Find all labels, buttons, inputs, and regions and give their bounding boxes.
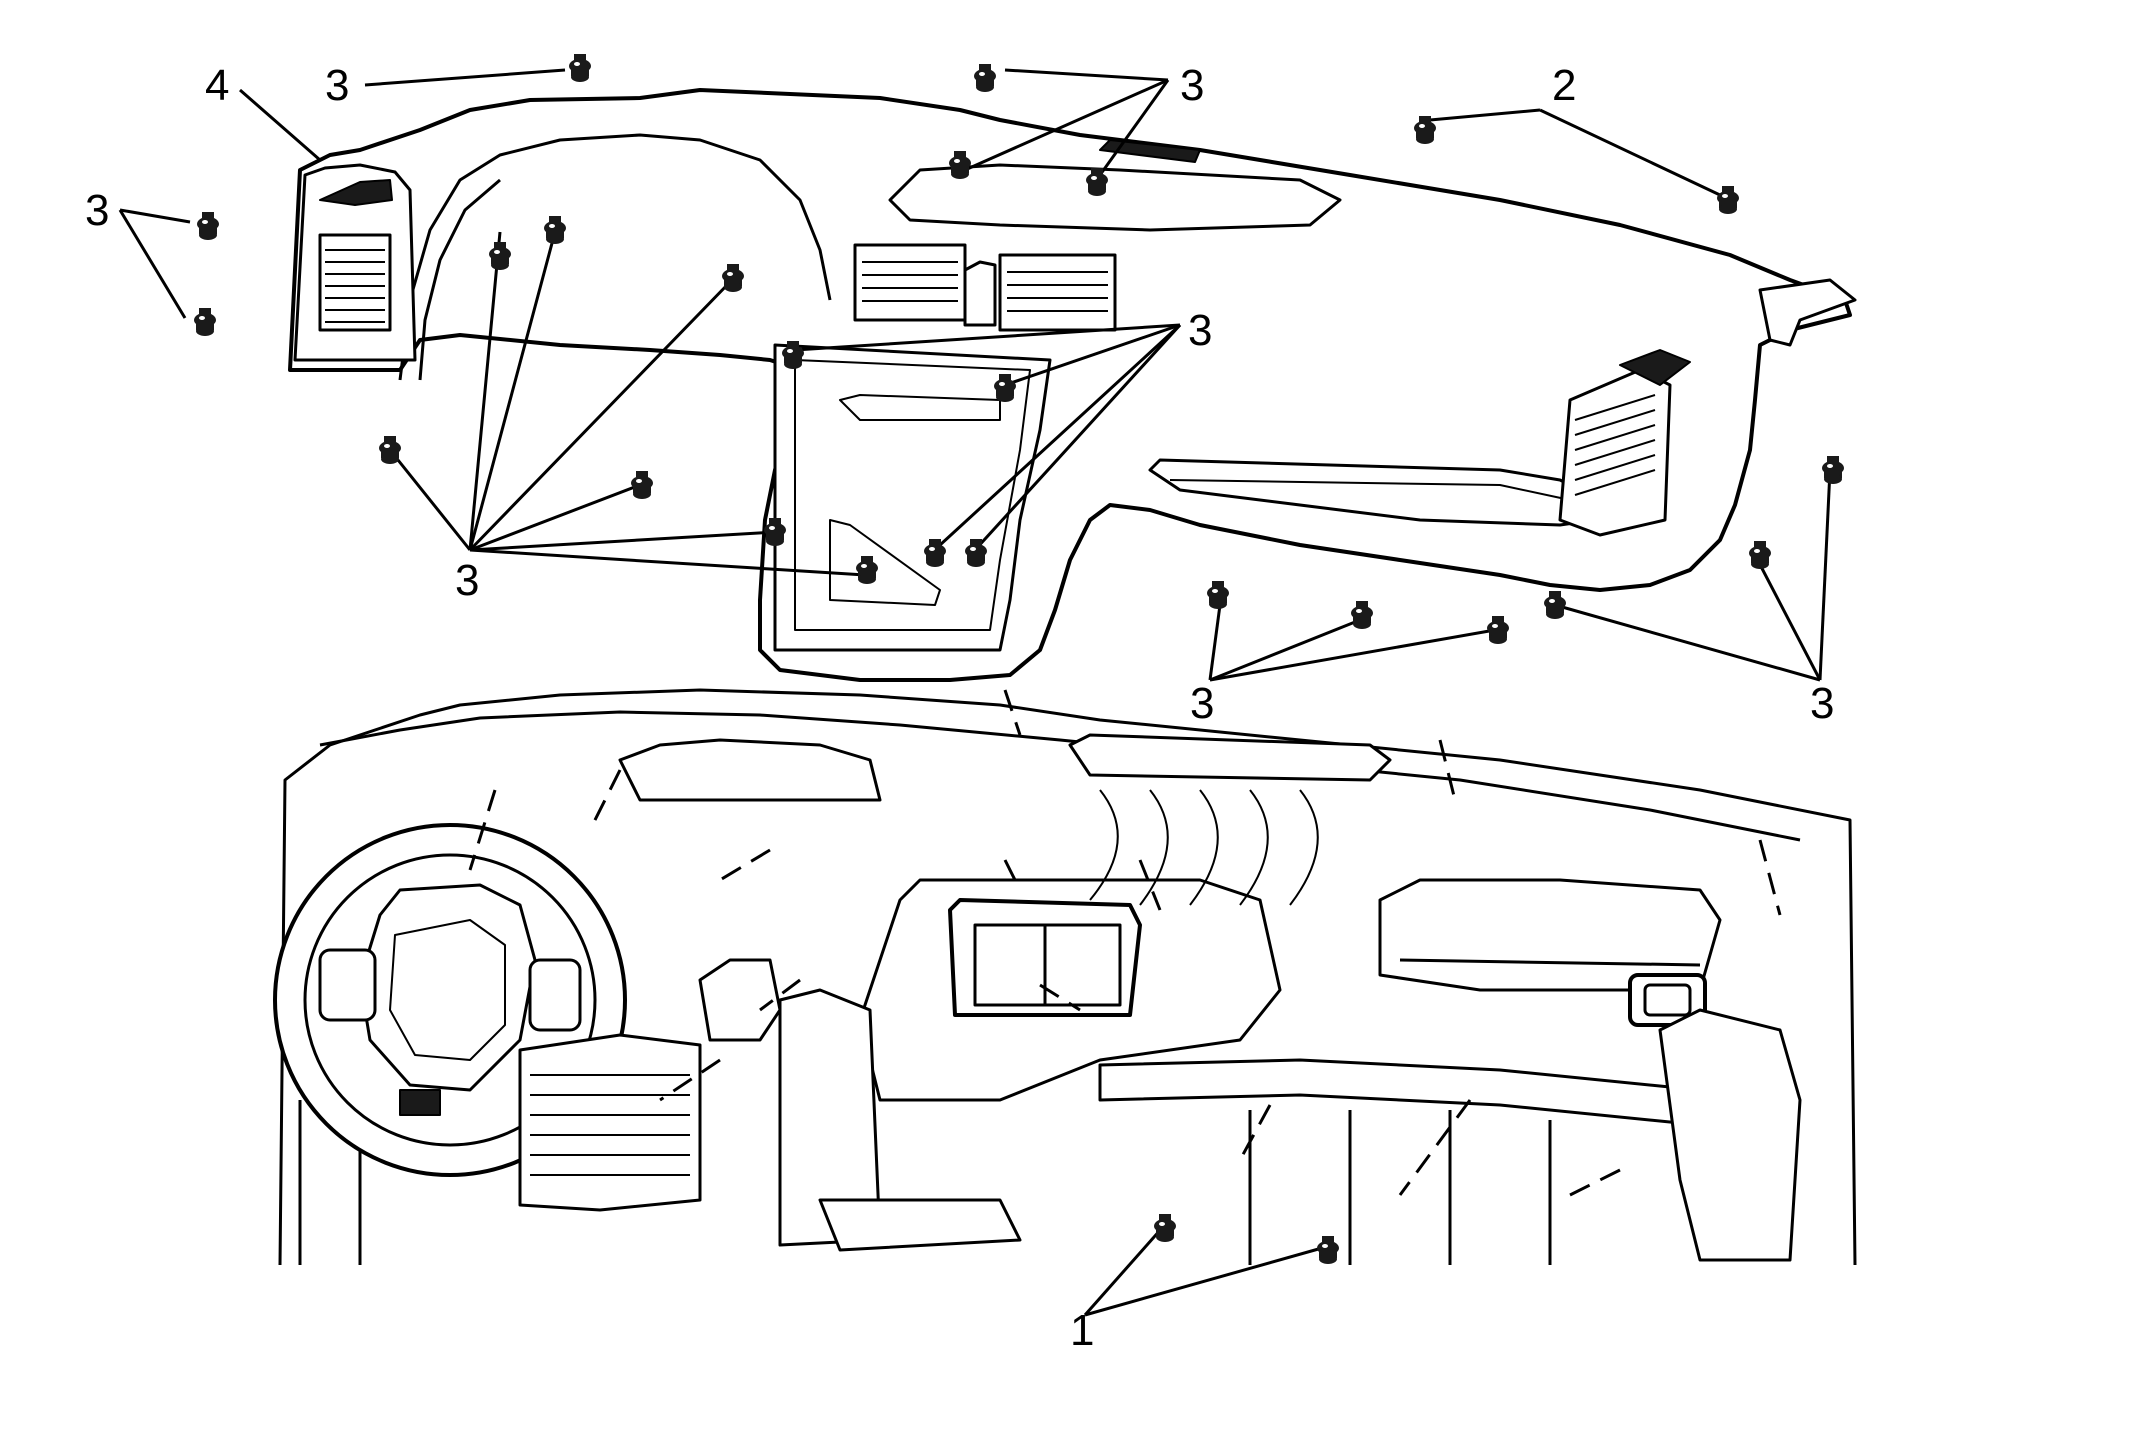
callout-4: 4 [205, 61, 229, 110]
leader-lines [118, 68, 1832, 1317]
callout-1: 1 [1070, 1306, 1094, 1355]
bolt-icon [197, 212, 219, 240]
bolt-icon [1544, 591, 1566, 619]
bolt-icon [1351, 601, 1373, 629]
bolt-icon [1487, 616, 1509, 644]
callout-3-left: 3 [85, 186, 109, 235]
callout-3-lower-left: 3 [455, 556, 479, 605]
callouts: 4 3 3 2 3 3 3 3 3 1 [85, 61, 1834, 1355]
callout-3-center: 3 [1188, 306, 1212, 355]
bolt-icon [1822, 456, 1844, 484]
callout-3-lower-right: 3 [1810, 679, 1834, 728]
bolt-icon [569, 54, 591, 82]
bolt-icon [379, 436, 401, 464]
bolt-icon [1717, 186, 1739, 214]
callout-3-top-center: 3 [1180, 61, 1204, 110]
bolt-icon [1749, 541, 1771, 569]
bolt-icon [1207, 581, 1229, 609]
callout-3-lower-center: 3 [1190, 679, 1214, 728]
bolt-icon [631, 471, 653, 499]
bolt-icon [194, 308, 216, 336]
callout-2: 2 [1552, 61, 1576, 110]
bolt-icon [974, 64, 996, 92]
instrument-panel-upper-trim [288, 88, 1857, 682]
instrument-panel-carrier [273, 688, 1857, 1266]
callout-3-top-left: 3 [325, 61, 349, 110]
